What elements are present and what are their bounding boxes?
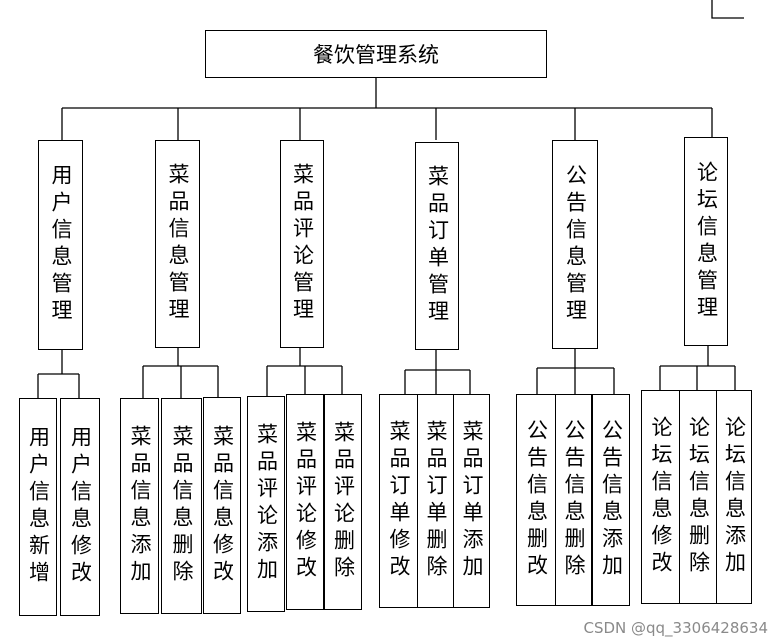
leaf-node: 公告信息删改 bbox=[516, 394, 556, 606]
module-label: 公告信息管理 bbox=[563, 163, 588, 326]
module-dish-order: 菜品订单管理 bbox=[415, 142, 459, 350]
leaf-label: 菜品订单删除 bbox=[424, 420, 448, 582]
leaf-label: 论坛信息删除 bbox=[686, 416, 711, 578]
leaf-label: 菜品信息修改 bbox=[210, 424, 235, 587]
leaf-node: 菜品评论修改 bbox=[286, 394, 324, 610]
leaf-node: 论坛信息添加 bbox=[716, 390, 752, 604]
leaf-node: 菜品订单修改 bbox=[379, 394, 418, 608]
leaf-node: 菜品信息删除 bbox=[161, 398, 202, 614]
leaf-label: 菜品评论添加 bbox=[254, 423, 279, 585]
leaf-label: 菜品评论修改 bbox=[293, 421, 318, 583]
leaf-label: 论坛信息修改 bbox=[649, 416, 673, 578]
leaf-label: 菜品信息添加 bbox=[128, 425, 152, 587]
leaf-label: 公告信息添加 bbox=[599, 419, 624, 581]
leaf-label: 公告信息删除 bbox=[562, 419, 586, 581]
module-label: 论坛信息管理 bbox=[694, 160, 719, 323]
module-dish-info: 菜品信息管理 bbox=[155, 140, 200, 348]
leaf-node: 公告信息删除 bbox=[555, 394, 592, 606]
leaf-node: 菜品评论删除 bbox=[324, 394, 362, 610]
leaf-label: 用户信息新增 bbox=[26, 426, 51, 588]
leaf-label: 菜品评论删除 bbox=[331, 421, 356, 583]
module-label: 菜品订单管理 bbox=[425, 165, 450, 327]
leaf-label: 公告信息删改 bbox=[524, 419, 549, 581]
module-notice-info: 公告信息管理 bbox=[552, 140, 598, 349]
leaf-label: 菜品信息删除 bbox=[170, 425, 194, 587]
module-label: 菜品信息管理 bbox=[166, 163, 190, 325]
leaf-node: 菜品订单删除 bbox=[417, 394, 454, 608]
leaf-node: 用户信息修改 bbox=[60, 398, 100, 616]
leaf-node: 菜品信息修改 bbox=[203, 397, 241, 614]
leaf-label: 菜品订单修改 bbox=[387, 420, 411, 582]
leaf-label: 菜品订单添加 bbox=[460, 420, 484, 582]
root-label: 餐饮管理系统 bbox=[313, 43, 439, 67]
leaf-label: 论坛信息添加 bbox=[722, 416, 747, 578]
watermark-text: CSDN @qq_3306428634 bbox=[583, 619, 768, 637]
leaf-label: 用户信息修改 bbox=[68, 426, 93, 588]
leaf-node: 菜品订单添加 bbox=[453, 394, 490, 608]
leaf-node: 论坛信息删除 bbox=[679, 390, 717, 604]
root-node: 餐饮管理系统 bbox=[205, 30, 547, 78]
leaf-node: 公告信息添加 bbox=[592, 394, 630, 606]
module-forum-info: 论坛信息管理 bbox=[684, 137, 728, 346]
leaf-node: 菜品评论添加 bbox=[247, 396, 285, 612]
module-dish-comment: 菜品评论管理 bbox=[280, 140, 324, 348]
leaf-node: 论坛信息修改 bbox=[641, 390, 680, 604]
leaf-node: 菜品信息添加 bbox=[120, 398, 159, 614]
module-label: 菜品评论管理 bbox=[290, 163, 315, 325]
module-label: 用户信息管理 bbox=[49, 164, 73, 326]
leaf-node: 用户信息新增 bbox=[19, 398, 57, 616]
module-user-info: 用户信息管理 bbox=[38, 140, 83, 350]
